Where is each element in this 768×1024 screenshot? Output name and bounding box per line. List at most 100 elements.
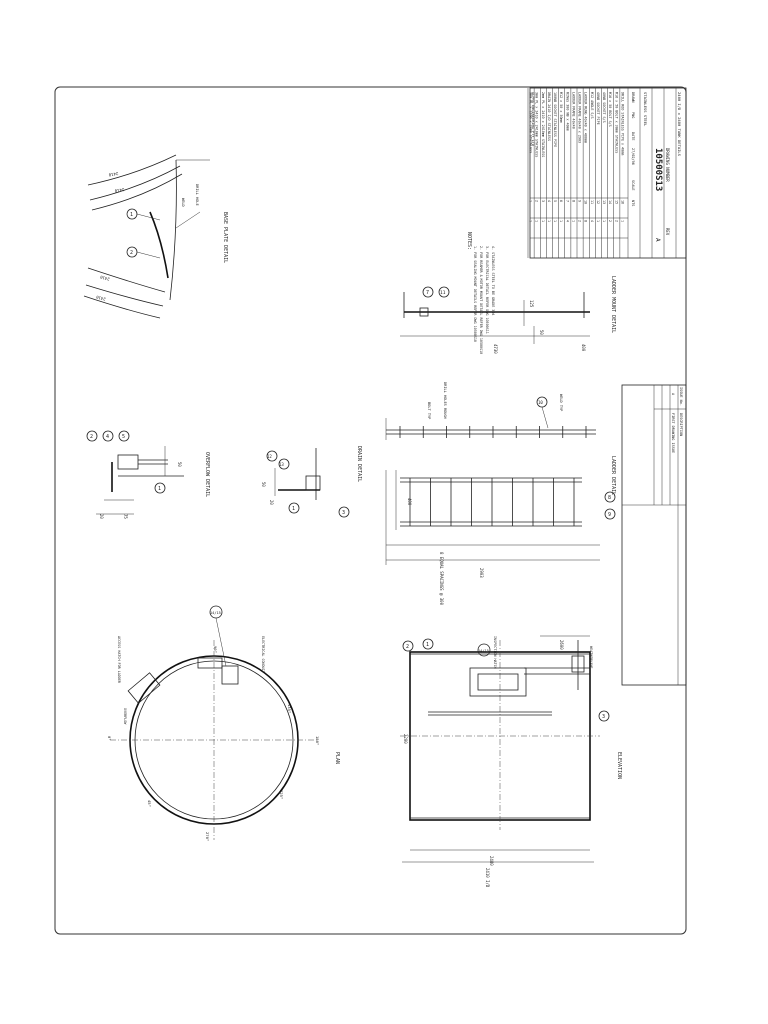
part-item: 9 xyxy=(578,200,582,202)
part-desc: M12 x 50 x 50mm xyxy=(559,92,563,123)
part-qty: 1 xyxy=(535,220,539,222)
elevation-callout-inspection: INSPECTION HATCH xyxy=(493,636,497,669)
elevation-balloon-2: 2 xyxy=(406,644,409,650)
rev-value: A xyxy=(654,238,661,242)
part-desc: RINGS 300 NB x 40mm xyxy=(565,92,569,131)
part-desc: 3mm PL x 2410 x 2410mm STAINLESS xyxy=(535,92,539,157)
part-desc: 3mm PL x 1200 x 2400 STAINLESS xyxy=(529,92,533,153)
elevation-callout-weathervane: WEATHERVANE xyxy=(589,646,593,668)
elevation-view: 2 1 14/15 3 INSPECTION HATCH WEATHERVANE… xyxy=(400,635,622,888)
revision-block: ISSUE No. DESCRIPTION A FIRST DRAWING IS… xyxy=(621,384,687,686)
notes: NOTES: 1. FOR SEALING MOUNT DETAILS REFE… xyxy=(466,232,495,354)
part-desc: 100NB SOCKET STAINLESS PIPE xyxy=(553,92,557,147)
overflow-balloon-2: 2 xyxy=(90,434,93,440)
part-desc: 40NB SOCKET PIPE xyxy=(596,92,600,125)
part-qty: 1 xyxy=(559,220,563,222)
part-qty: 4 xyxy=(590,220,594,222)
ladder-mount-dim-4: 50 xyxy=(539,330,544,335)
overflow-dim-2: 75 xyxy=(123,514,128,519)
part-qty: 1 xyxy=(541,220,545,222)
part-item: 7 xyxy=(565,200,569,202)
drain-balloon-3: 3 xyxy=(342,510,345,516)
base-plate-dim-3: 2410 xyxy=(99,274,110,281)
elevation-dim-height: 2480 xyxy=(489,856,494,866)
ladder-front-balloon-9: 9 xyxy=(608,512,611,518)
part-qty: 1 xyxy=(553,220,557,222)
overflow-dim-1: 50 xyxy=(177,462,182,467)
ladder-detail-front: 8 9 400 8 EQUAL SPACINGS @ 300 2903 LADD… xyxy=(385,456,616,606)
scale-label: SCALE xyxy=(631,180,635,191)
ladder-callout-drill: DRILL HOLES ROUGH xyxy=(443,382,447,419)
part-qty: 2 xyxy=(608,220,612,222)
title-block: 10500S13 DRAWING NUMBER REV A 2400 I/D x… xyxy=(527,87,687,259)
plan-angle-135: 135° xyxy=(287,704,292,713)
date-label: DATE xyxy=(631,132,635,140)
base-plate-balloon-1: 1 xyxy=(130,212,133,218)
part-desc: M16 x 50 BOLT x 30mm STAINLESS xyxy=(614,92,618,153)
plan-angle-90: 90° xyxy=(213,646,218,653)
elevation-dim-center: 2200 xyxy=(403,734,408,744)
revision-header-no: ISSUE No. xyxy=(679,387,683,406)
base-plate-detail: 1 2 2410 2410 2410 2410 WELD DRILL HOLE … xyxy=(83,154,228,319)
ladder-dim-total: 2903 xyxy=(479,568,484,578)
ladder-mount-balloon-7: 7 xyxy=(426,290,429,296)
drawn-value: PNG xyxy=(631,112,635,118)
ladder-mount-dim-3: 125 xyxy=(529,300,534,308)
part-item: 11 xyxy=(590,200,594,204)
drain-detail: 1 3 12 13 50 20 DRAIN DETAIL xyxy=(261,446,362,518)
base-plate-callout-weld: WELD xyxy=(181,198,185,207)
part-item: 4 xyxy=(547,200,551,202)
ladder-title: LADDER DETAIL xyxy=(610,456,616,495)
part-qty: 1 xyxy=(529,220,533,222)
part-desc: 40NB SOCKET S/S xyxy=(602,92,606,123)
part-item: 12 xyxy=(596,200,600,204)
ladder-detail-side: 10 BOLT TYP DRILL HOLES ROUGH WELD TYP xyxy=(385,382,596,440)
part-qty: 4 xyxy=(565,220,569,222)
overflow-title: OVERFLOW DETAIL xyxy=(204,452,210,497)
base-plate-dim-2: 2410 xyxy=(114,187,125,194)
part-item: 16 xyxy=(620,200,624,204)
drain-dim-1: 50 xyxy=(261,482,266,487)
elevation-balloon-1: 1 xyxy=(426,642,429,648)
ladder-front-balloon-8: 8 xyxy=(608,495,611,501)
part-desc: LADDER FRAME 40x40 x 2903 xyxy=(578,92,582,143)
plan-angle-0: 0° xyxy=(107,736,112,741)
elevation-balloon-14-15: 14/15 xyxy=(478,649,489,653)
part-qty: 1 xyxy=(602,220,606,222)
part-item: 14 xyxy=(608,200,612,204)
part-qty: 1 xyxy=(547,220,551,222)
drain-balloon-12: 12 xyxy=(267,454,272,459)
ladder-mount-detail: 7 11 4730 400 125 50 LADDER MOUNT DETAIL xyxy=(400,276,616,354)
plan-callout-overflow: OVERFLOW xyxy=(123,708,127,725)
revision-row-desc: FIRST DRAWING ISSUE xyxy=(671,413,675,453)
note-4: 4. STAINLESS STEEL TO BE GRADE 304 xyxy=(491,246,495,315)
part-desc: 2mm PL x 2410 x 2410mm STAINLESS xyxy=(541,92,545,157)
ladder-callout-bolt: BOLT TYP xyxy=(427,402,431,419)
overflow-balloon-5: 5 xyxy=(122,434,125,440)
drain-balloon-13: 13 xyxy=(279,462,284,467)
part-qty: 1 xyxy=(620,220,624,222)
part-item: 6 xyxy=(559,200,563,202)
scale-value: NTS xyxy=(631,200,635,206)
drain-title: DRAIN DETAIL xyxy=(356,446,362,482)
plan-view: 14/15 ACCESS HATCH FOR LADDER OVERFLOW E… xyxy=(107,605,340,841)
elevation-dim-ladder: 2600 xyxy=(559,640,564,650)
drain-balloon-1: 1 xyxy=(292,506,295,512)
base-plate-callout-drill: DRILL HOLE xyxy=(195,184,199,206)
plan-callout-hatch: ACCESS HATCH FOR LADDER xyxy=(117,636,121,684)
drain-dim-2: 20 xyxy=(269,500,274,505)
part-qty: 2 xyxy=(578,220,582,222)
drawn-label: DRAWN xyxy=(631,92,635,103)
part-item: 2 xyxy=(535,200,539,202)
part-item: 1 xyxy=(529,200,533,202)
elevation-title: ELEVATION xyxy=(616,752,622,779)
part-desc: M12 ANGLE S/S xyxy=(590,92,594,119)
plan-callout-conduit: ELECTRICAL CONDUIT xyxy=(261,636,265,673)
part-item: 15 xyxy=(614,200,618,204)
revision-row-no: A xyxy=(671,393,675,396)
ladder-mount-dim-1: 4730 xyxy=(493,344,498,354)
plan-angle-225: 225° xyxy=(279,790,284,799)
note-2: 2. FOR REAMER & MOTOR MOUNT DETAIL REFER… xyxy=(479,246,483,354)
note-3: 3. FOR ELECTRICAL DETAIL REFER DWG 10500… xyxy=(485,246,489,334)
part-desc: DRILL ROD STAINLESS PIPE x 40mm xyxy=(620,92,624,155)
